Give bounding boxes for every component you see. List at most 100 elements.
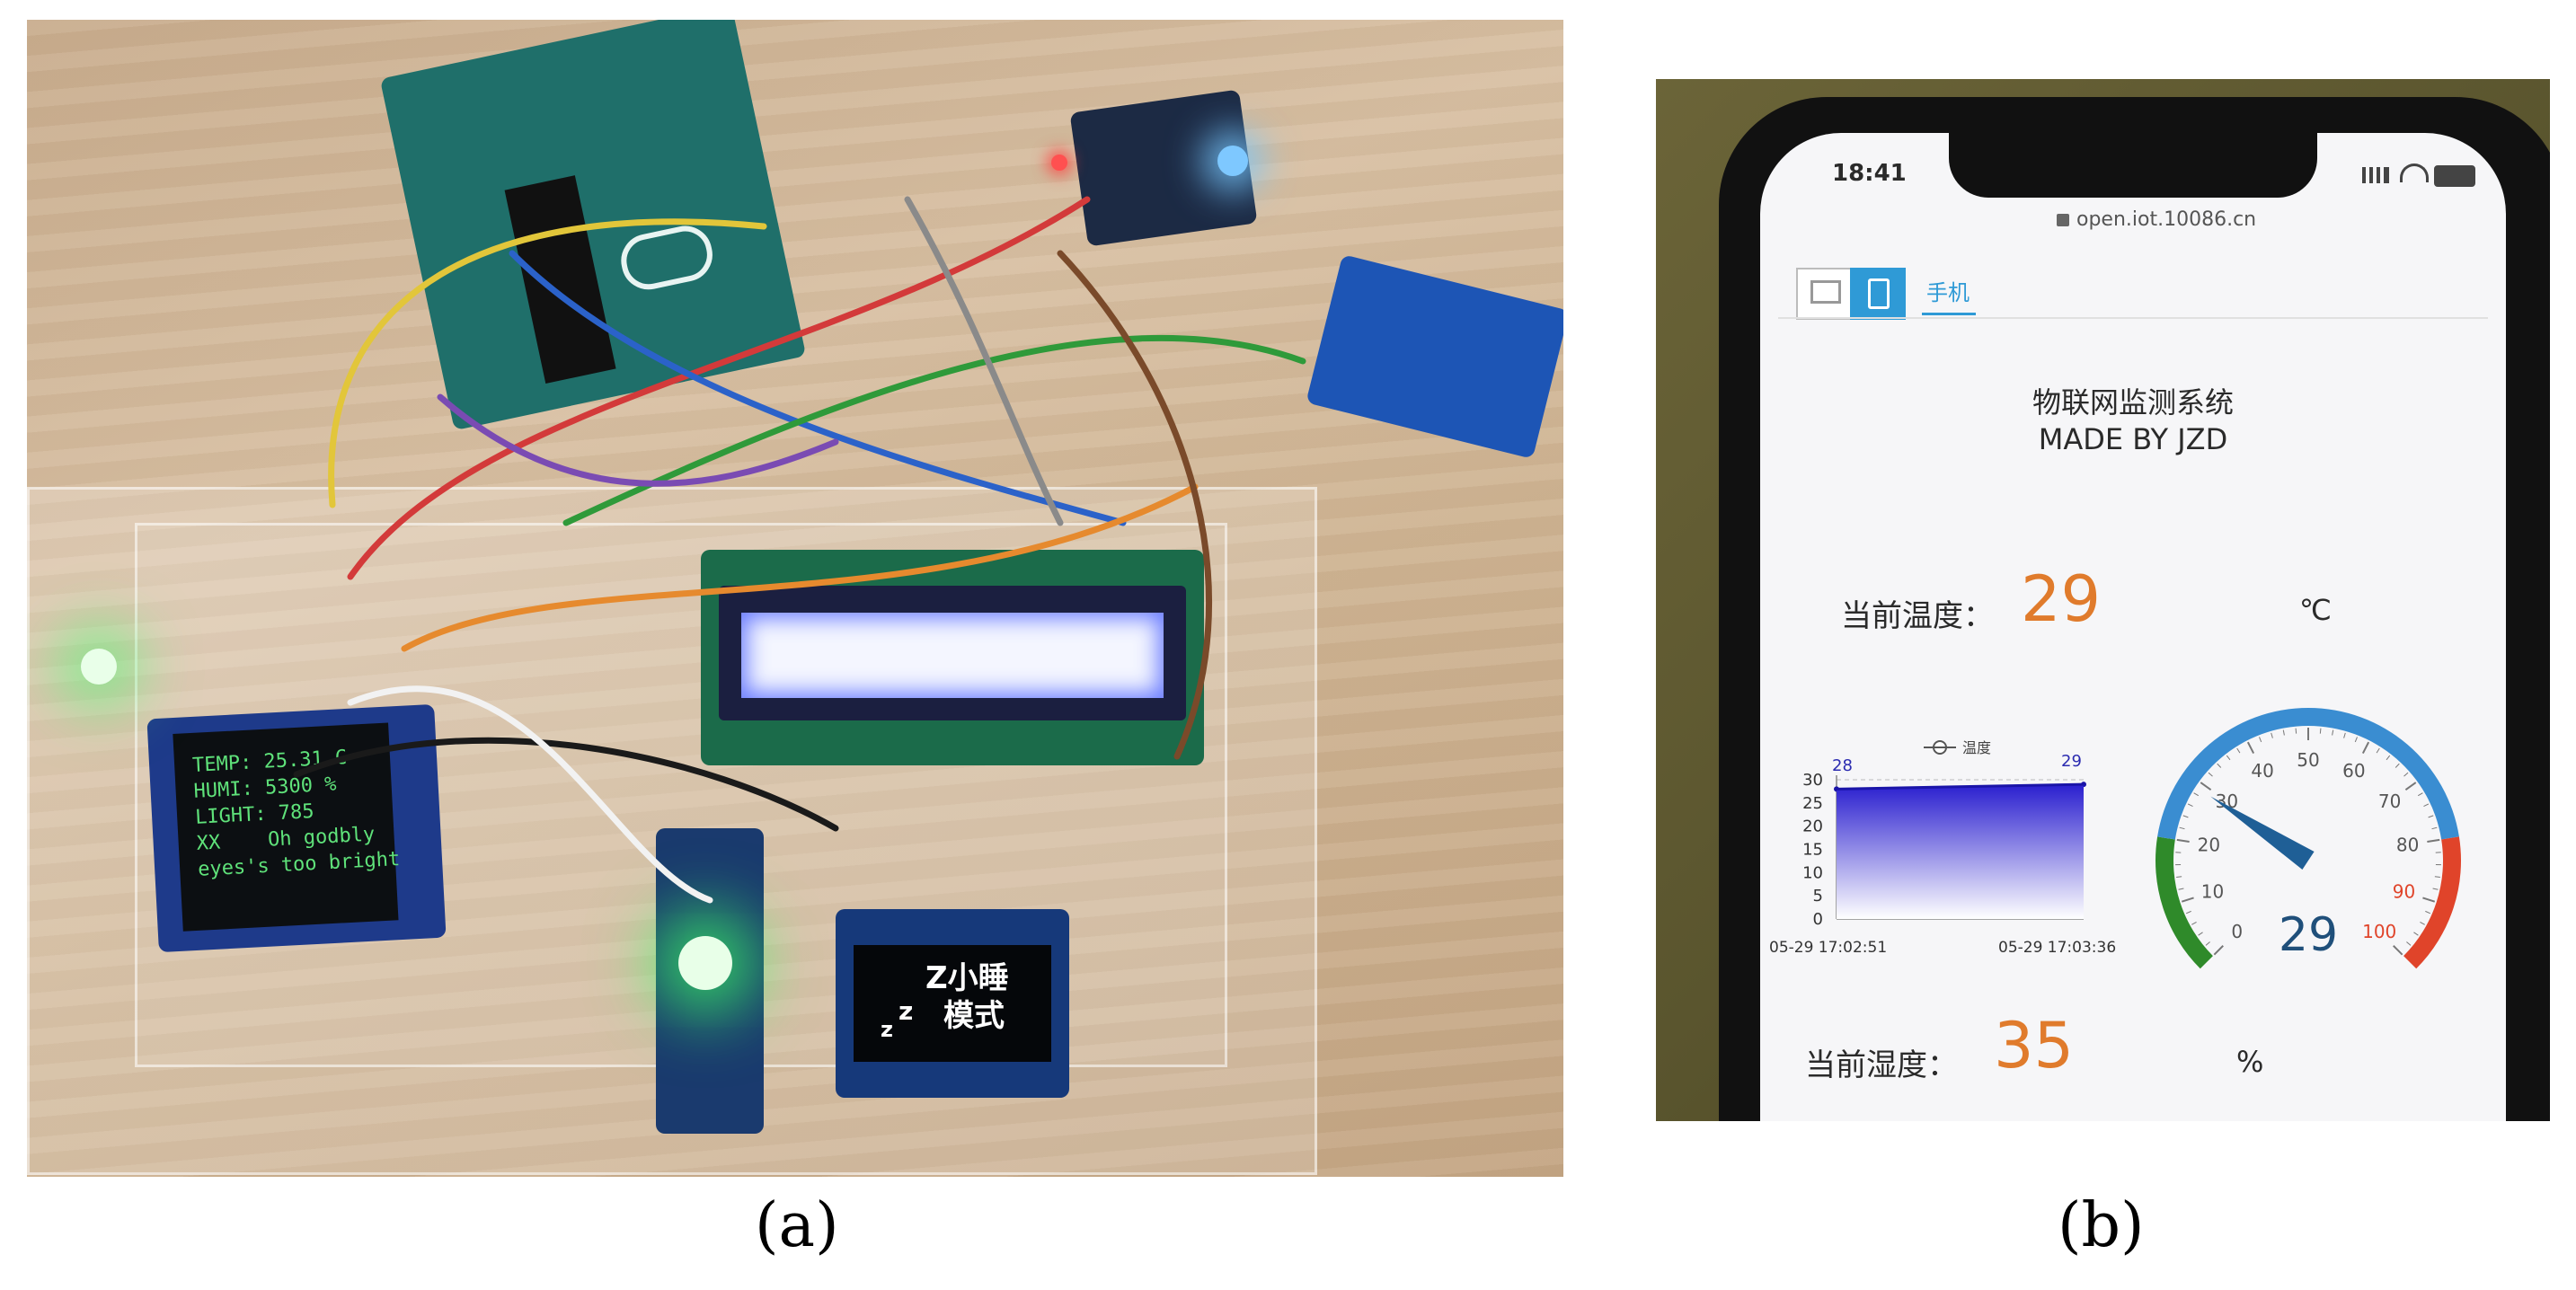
chart-y-tick: 5: [1813, 887, 1823, 906]
gauge-tick: [2246, 741, 2255, 755]
gauge-tick: [2200, 782, 2212, 791]
hardware-photo: TEMP: 25.31 C HUMI: 5300 % LIGHT: 785 XX…: [27, 20, 1563, 1177]
status-time: 18:41: [1832, 160, 1907, 187]
phone-notch: [1949, 133, 2317, 198]
chart-end-label: 29: [2061, 752, 2082, 771]
humidity-label: 当前湿度：: [1805, 1047, 1958, 1083]
wire-purple: [437, 393, 839, 487]
chart-x-start: 05-29 17:02:51: [1769, 939, 1887, 957]
gauge-tick-label: 80: [2396, 834, 2419, 855]
gauge-tick: [2393, 945, 2403, 956]
phone-icon: [1868, 278, 1890, 309]
gauge-tick: [2226, 755, 2231, 761]
small-oled-line-2: 模式: [943, 998, 1005, 1034]
humidity-unit: %: [2236, 1045, 2264, 1079]
temperature-unit: ℃: [2299, 593, 2332, 627]
gauge-tick: [2213, 945, 2224, 956]
gauge-tick: [2423, 803, 2430, 807]
gauge-tick-label: 0: [2231, 921, 2243, 942]
chart-y-tick: 30: [1802, 771, 1823, 790]
gauge-tick: [2428, 815, 2434, 818]
gauge-tick-label: 100: [2362, 921, 2396, 942]
wifi-icon: [2400, 163, 2429, 182]
gauge-needle: [2210, 796, 2315, 870]
gauge-tick: [2193, 792, 2200, 797]
gauge-tick-label: 60: [2342, 760, 2365, 782]
mobile-view-button[interactable]: [1850, 268, 1906, 320]
gauge-tick: [2205, 941, 2210, 946]
gauge-tick: [2343, 732, 2346, 738]
sleep-mark-1: z: [881, 1017, 893, 1042]
gauge-tick-label: 90: [2393, 881, 2415, 903]
battery-icon: [2434, 165, 2475, 187]
chart-legend: 温度: [1962, 739, 1991, 756]
page-title: 物联网监测系统: [2032, 385, 2234, 420]
wire-orange: [401, 483, 1199, 652]
gauge-tick-label: 20: [2198, 834, 2220, 855]
desktop-view-button[interactable]: [1796, 268, 1852, 320]
gauge-tick: [2179, 826, 2185, 830]
chart-y-tick: 25: [1802, 794, 1823, 813]
gauge-tick: [2417, 792, 2423, 797]
tab-underline: [1922, 313, 1976, 315]
gauge-tick: [2295, 728, 2297, 734]
power-led-icon: [1051, 155, 1067, 171]
temperature-label: 当前温度：: [1841, 598, 1994, 634]
small-oled-line-1: Z小睡: [925, 960, 1009, 996]
chart-y-tick: 0: [1813, 910, 1823, 929]
small-oled-module: z z Z小睡 模式: [836, 909, 1069, 1098]
wire-gray: [904, 196, 1064, 526]
gauge-tick-label: 40: [2251, 760, 2273, 782]
gauge-tick: [2319, 728, 2322, 734]
wire-black: [293, 737, 839, 832]
gauge-tick: [2185, 910, 2191, 914]
gauge-tick: [2198, 932, 2203, 936]
gauge-value: 29: [2279, 908, 2338, 962]
gauge-tick: [2427, 838, 2440, 844]
monitor-icon: [1810, 280, 1841, 304]
gauge-tick: [2178, 888, 2184, 890]
gauge-tick: [2431, 826, 2438, 830]
wire-green: [562, 334, 1306, 526]
chart-line: [1836, 782, 2085, 791]
gauge-tick: [2404, 782, 2417, 791]
wires: [293, 196, 1306, 904]
sleep-mark-2: z: [899, 996, 914, 1026]
gauge-tick: [2282, 729, 2285, 736]
chart-y-tick: 20: [1802, 817, 1823, 836]
chart-area: [1837, 784, 2084, 919]
phone-photo: 18:41 open.iot.10086.cn 手机 物联网监测系统 MADE …: [1656, 79, 2550, 1121]
green-glow: [81, 649, 117, 685]
gauge-tick: [2217, 763, 2222, 768]
chart-y-tick: 15: [1802, 841, 1823, 860]
small-oled-screen: [854, 945, 1051, 1062]
wire-white: [347, 685, 713, 904]
tab-mobile[interactable]: 手机: [1926, 280, 1970, 305]
lcd-screen: [741, 613, 1164, 698]
gauge-tick: [2361, 741, 2370, 755]
gauge-tick: [2181, 897, 2194, 903]
humidity-value: 35: [1994, 1009, 2075, 1082]
phone-body: 18:41 open.iot.10086.cn 手机 物联网监测系统 MADE …: [1719, 97, 2550, 1121]
gauge-tick: [2271, 732, 2273, 738]
chart-x-end: 05-29 17:03:36: [1998, 939, 2116, 957]
chart-start-label: 28: [1832, 756, 1853, 775]
gauge-tick: [2354, 737, 2358, 743]
signal-icon: [2362, 167, 2389, 183]
gauge-tick: [2406, 941, 2412, 946]
wire-red: [347, 196, 1091, 580]
gauge-tick: [2259, 737, 2262, 743]
ir-led-icon: [678, 936, 732, 990]
wire-yellow: [328, 218, 767, 508]
gauge-tick: [2191, 921, 2197, 925]
gauge-tick: [2176, 876, 2182, 879]
gauge-band-red: [2403, 836, 2461, 969]
wire-brown: [1057, 250, 1213, 760]
caption-a: (a): [755, 1190, 839, 1261]
wire-blue: [509, 250, 1127, 526]
gauge-tick: [2425, 910, 2431, 914]
gauge-tick: [2420, 921, 2425, 925]
gauge-tick: [2434, 876, 2440, 879]
